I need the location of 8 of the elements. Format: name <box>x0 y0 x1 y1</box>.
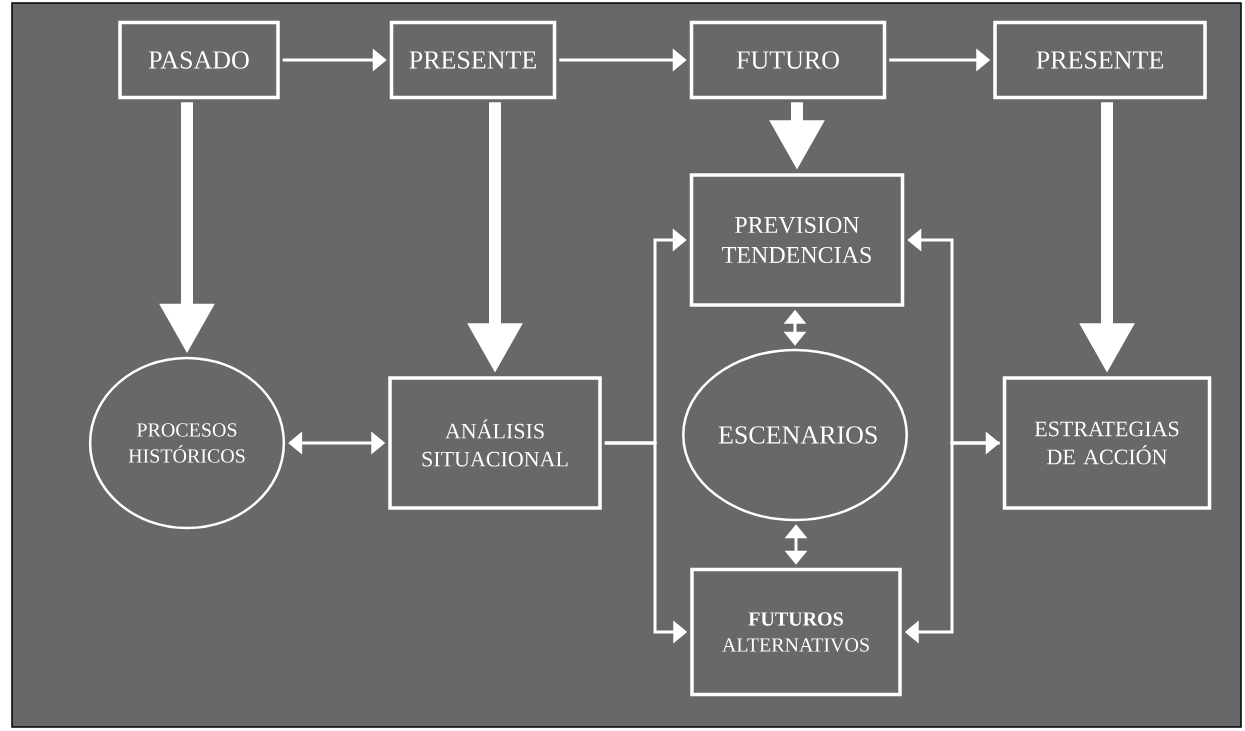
process-box: ANÁLISIS SITUACIONAL <box>388 376 602 510</box>
process-box: PRESENTE <box>389 20 557 100</box>
process-box: FUTURO <box>689 20 887 100</box>
process-box: ESTRATEGIAS DE ACCIÓN <box>1002 376 1212 510</box>
process-box: PASADO <box>118 20 280 100</box>
process-box: PREVISION TENDENCIAS <box>689 173 905 307</box>
process-box: FUTUROS ALTERNATIVOS <box>690 567 902 697</box>
process-box: PRESENTE <box>993 20 1207 100</box>
